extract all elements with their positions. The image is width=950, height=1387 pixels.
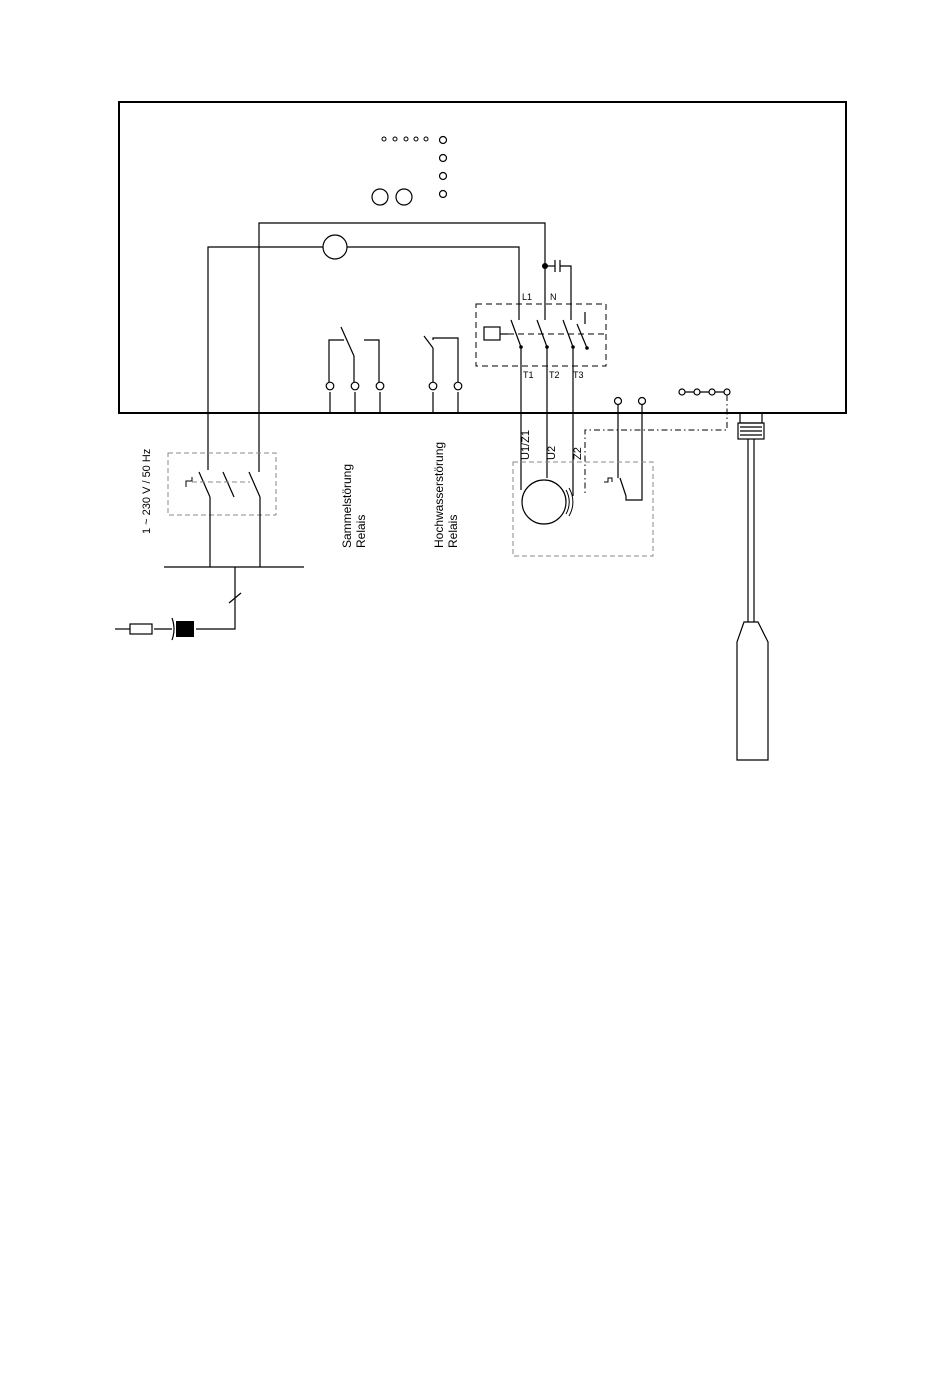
common-fault-label: Sammelstörung — [340, 464, 354, 548]
sensor-terminal-strip — [585, 389, 730, 496]
supply-label: 1 ~ 230 V / 50 Hz — [141, 449, 153, 534]
output-label-t3: T3 — [573, 370, 584, 380]
motor-terminal-u2: U2 — [546, 446, 558, 460]
terminal-thermal-1 — [615, 398, 622, 405]
line-label-l1: L1 — [522, 292, 532, 302]
common-fault-relay-label: Relais — [354, 515, 368, 548]
internal-wiring — [208, 223, 571, 455]
main-switch-contacts — [186, 455, 260, 567]
common-fault-relay-contacts — [329, 327, 380, 413]
terminal-common-fault-2 — [351, 382, 359, 390]
high-water-label: Hochwasserstörung — [432, 442, 446, 548]
terminal-high-water-2 — [454, 382, 462, 390]
push-buttons — [372, 189, 412, 205]
high-water-relay-label: Relais — [446, 515, 460, 548]
thermal-contact-wiring — [604, 404, 642, 500]
pump-box — [513, 462, 653, 556]
output-label-t2: T2 — [549, 370, 560, 380]
junction-node — [542, 263, 548, 269]
line-label-n: N — [550, 292, 557, 302]
level-sensor-icon — [323, 235, 347, 259]
terminal-common-fault-3 — [376, 382, 384, 390]
terminal-thermal-2 — [639, 398, 646, 405]
output-label-t1: T1 — [523, 370, 534, 380]
motor-icon — [522, 480, 566, 524]
contactor-box — [476, 304, 606, 366]
supply-wiring — [115, 567, 304, 640]
terminal-high-water-1 — [429, 382, 437, 390]
motor-terminal-u1z1: U1/Z1 — [520, 430, 532, 460]
high-water-relay-contacts — [424, 336, 458, 413]
cable-gland — [738, 413, 764, 439]
led-indicators — [382, 137, 447, 198]
level-probe — [737, 439, 768, 760]
terminal-common-fault-1 — [326, 382, 334, 390]
motor-terminal-z2: Z2 — [572, 447, 584, 460]
